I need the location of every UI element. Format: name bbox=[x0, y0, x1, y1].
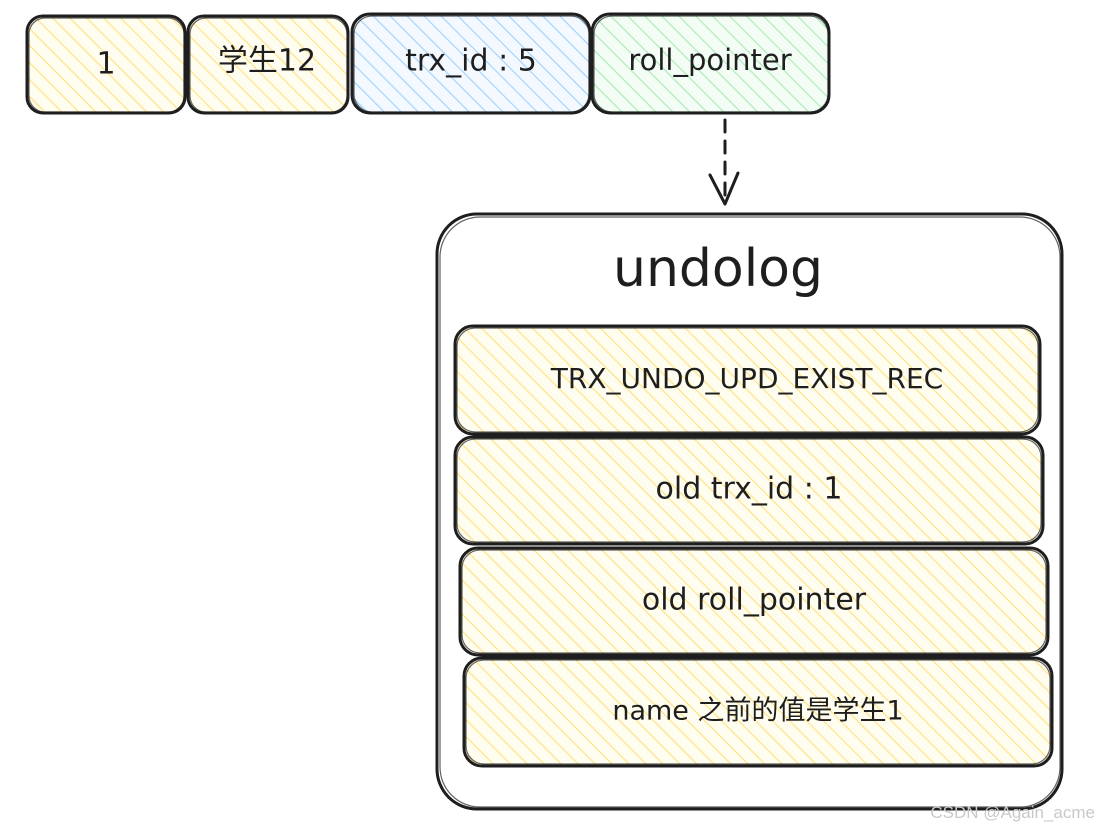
undolog-entry-type: TRX_UNDO_UPD_EXIST_REC bbox=[453, 324, 1042, 436]
record-row: 1 学生12 trx_id : 5 roll_pointer bbox=[25, 12, 831, 115]
undolog-title: undolog bbox=[613, 239, 823, 299]
undolog-entry-old-roll-pointer: old roll_pointer bbox=[458, 546, 1050, 657]
undolog-entry-old-name: name 之前的值是学生1 bbox=[462, 656, 1054, 768]
record-field-id-label: 1 bbox=[96, 47, 115, 82]
undolog-entry-type-label: TRX_UNDO_UPD_EXIST_REC bbox=[550, 362, 943, 395]
undolog-entry-old-trx-id-label: old trx_id : 1 bbox=[656, 472, 843, 507]
record-field-trx-id: trx_id : 5 bbox=[350, 12, 592, 115]
record-field-roll-pointer-label: roll_pointer bbox=[628, 43, 791, 77]
undolog-container: undolog TRX_UNDO_UPD_EXIST_REC old trx_i… bbox=[435, 212, 1064, 811]
record-field-trx-id-label: trx_id : 5 bbox=[405, 44, 537, 79]
record-field-roll-pointer: roll_pointer bbox=[590, 12, 831, 115]
record-field-id: 1 bbox=[25, 14, 187, 115]
record-field-name-label: 学生12 bbox=[218, 44, 316, 79]
record-field-name: 学生12 bbox=[186, 14, 350, 115]
pointer-arrow bbox=[708, 118, 740, 206]
undolog-entry-old-trx-id: old trx_id : 1 bbox=[453, 435, 1045, 546]
watermark: CSDN @Again_acme bbox=[930, 803, 1095, 822]
undolog-entry-old-roll-pointer-label: old roll_pointer bbox=[642, 583, 867, 618]
undolog-entry-old-name-label: name 之前的值是学生1 bbox=[612, 696, 903, 727]
